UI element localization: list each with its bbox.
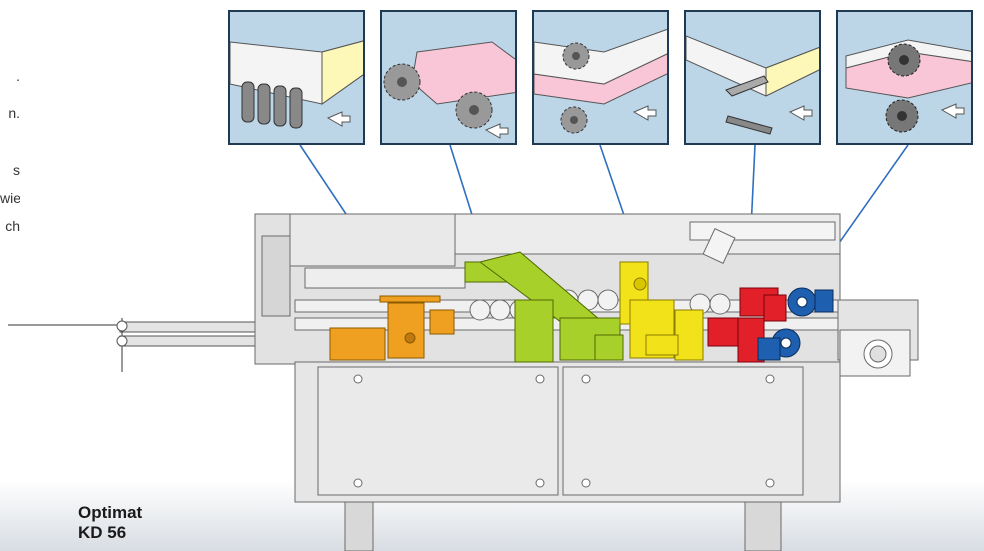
scraper-blades-icon <box>686 35 819 135</box>
scraping-unit <box>707 287 787 363</box>
gluing-unit <box>329 295 455 361</box>
left-text-fragment: s <box>13 162 20 178</box>
twin-saw-blades-icon <box>383 41 515 139</box>
panel-trimming-cutters <box>532 10 669 145</box>
model-label: Optimat KD 56 <box>78 503 142 543</box>
panel-saw-blades <box>380 10 517 145</box>
cylinder-cutters-icon <box>230 40 363 129</box>
left-text-fragment: . <box>16 68 20 84</box>
model-number: KD 56 <box>78 523 127 542</box>
machine-frame <box>254 213 919 551</box>
flush-trimming-unit <box>619 261 704 361</box>
left-text-fragment: n. <box>8 105 20 121</box>
panel-milling-cutters <box>228 10 365 145</box>
left-text-fragment: ch <box>5 218 20 234</box>
trim-cutters-icon <box>534 28 667 134</box>
left-text-fragment: wie <box>0 190 20 206</box>
buff-wheels-icon <box>845 39 971 133</box>
model-name: Optimat <box>78 503 143 522</box>
end-trimming-unit <box>464 251 624 363</box>
panel-scraper-knives <box>684 10 821 145</box>
panel-buffing-wheels <box>836 10 973 145</box>
buffing-unit <box>757 287 834 361</box>
